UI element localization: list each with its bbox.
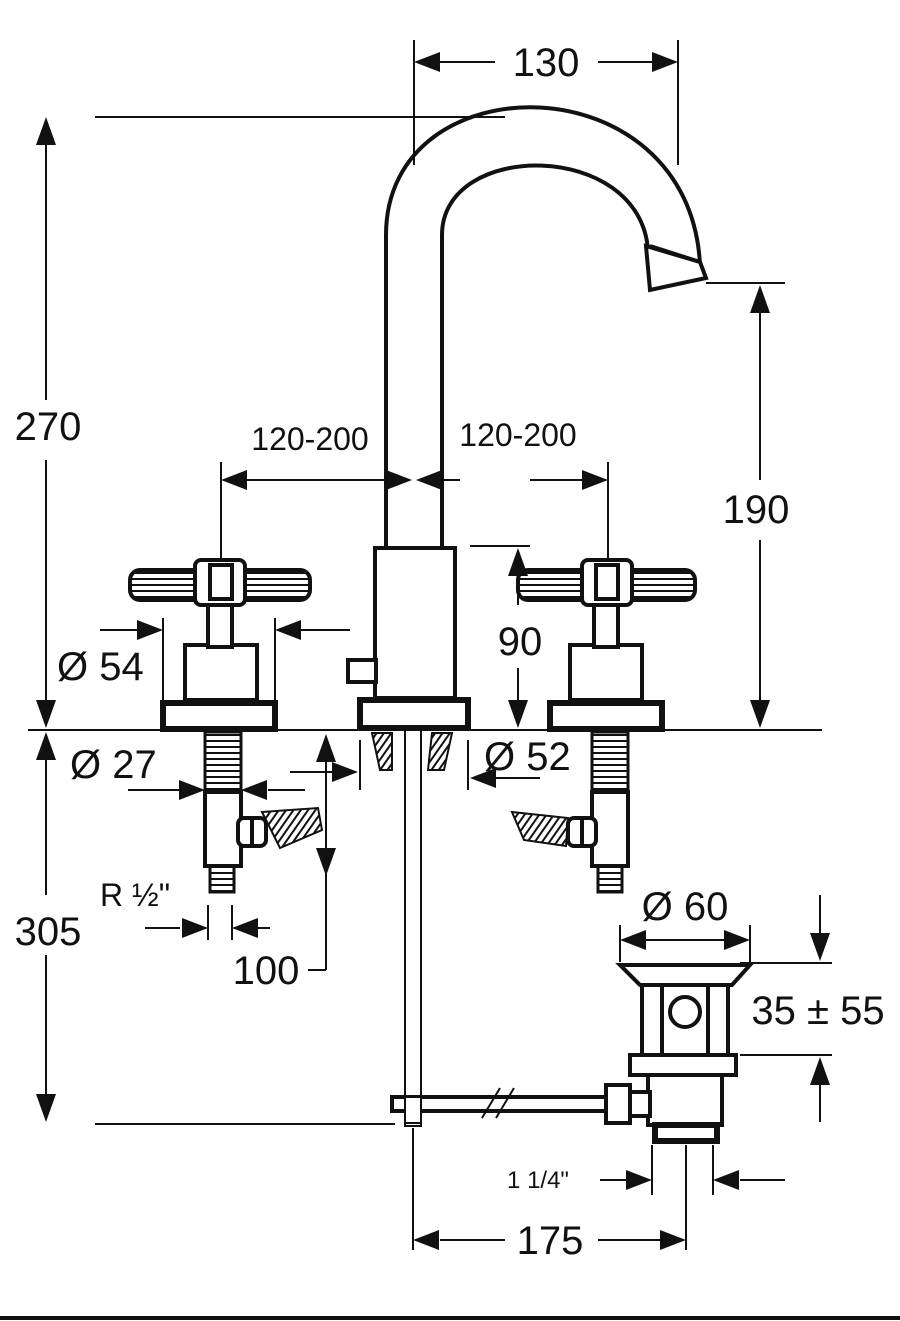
spout-thread-right — [426, 732, 454, 771]
dim-thread — [145, 905, 270, 940]
dim-waste-thread — [600, 1145, 785, 1195]
label-190: 190 — [723, 488, 790, 532]
dim-175 — [412, 1128, 687, 1250]
spout — [384, 105, 709, 548]
spout-lever — [346, 658, 378, 684]
left-valve — [128, 558, 324, 894]
dim-130 — [413, 40, 679, 165]
label-diameter-27: Ø 27 — [70, 743, 157, 787]
dim-305 — [36, 732, 395, 1125]
label-waste-thread: 1 1/4" — [507, 1167, 569, 1194]
dim-spacing-right — [416, 462, 609, 560]
label-130: 130 — [513, 41, 580, 85]
label-diameter-60: Ø 60 — [642, 885, 729, 929]
dim-diameter-27 — [128, 780, 305, 800]
label-spacing-left: 120-200 — [251, 421, 368, 457]
dim-190 — [706, 282, 785, 728]
spout-thread-left — [370, 732, 393, 771]
dim-spacing-left — [220, 462, 412, 560]
dim-diameter-52 — [290, 740, 540, 790]
pop-up-waste — [390, 963, 755, 1144]
label-waste-height: 35 ± 55 — [751, 989, 884, 1033]
spout-base — [357, 697, 471, 731]
label-spacing-right: 120-200 — [459, 417, 576, 453]
label-diameter-52: Ø 52 — [484, 735, 571, 779]
label-thread: R ½" — [100, 877, 170, 913]
label-305: 305 — [15, 910, 82, 954]
label-270: 270 — [15, 405, 82, 449]
spout-shank — [404, 729, 422, 1127]
dim-90 — [470, 545, 530, 728]
dim-100 — [308, 734, 336, 971]
dim-270 — [36, 116, 505, 728]
right-valve — [510, 558, 697, 894]
label-175: 175 — [517, 1219, 584, 1263]
spout-body — [373, 546, 457, 700]
dim-diameter-60 — [619, 925, 751, 962]
dim-waste-height — [740, 895, 832, 1122]
dim-diameter-54 — [100, 618, 350, 700]
label-diameter-54: Ø 54 — [57, 645, 144, 689]
label-90: 90 — [498, 620, 543, 664]
label-100: 100 — [233, 949, 300, 993]
